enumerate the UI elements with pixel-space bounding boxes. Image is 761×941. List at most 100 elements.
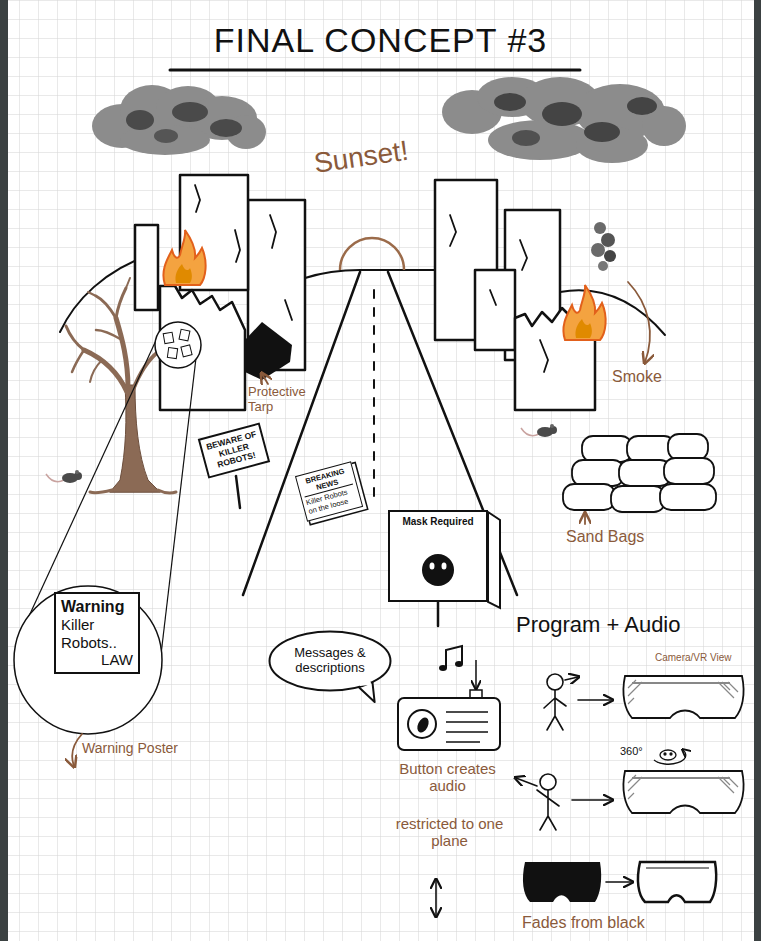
road	[373, 290, 375, 505]
fade-goggles	[646, 868, 709, 869]
protective-tarp	[245, 322, 292, 380]
node-text: LAW	[61, 651, 133, 668]
music-notes	[439, 646, 476, 688]
vr-view	[623, 676, 743, 813]
storm-cloud	[210, 119, 242, 137]
sand-bags	[660, 484, 716, 510]
vr-view	[623, 771, 743, 813]
rat	[75, 470, 79, 474]
sand-bags	[664, 458, 714, 484]
flow-arrow	[572, 799, 612, 801]
mask-sign-body	[430, 563, 435, 570]
ruined-building	[515, 308, 595, 410]
node-heading: Mask Required	[394, 516, 482, 528]
dead-tree	[66, 326, 84, 350]
building-crack	[540, 340, 548, 372]
rat	[550, 424, 554, 428]
mask-sign-body	[488, 512, 500, 608]
vr-view	[628, 680, 738, 704]
ruined-building	[475, 270, 515, 350]
callout-label-anchor: Fades from black	[522, 914, 645, 932]
warning-sign: BEWARE OF KILLER ROBOTS!	[198, 422, 271, 478]
callout-label: Protective Tarp	[248, 385, 320, 415]
sign-post	[437, 602, 440, 626]
sign-post	[236, 476, 240, 508]
rotation-icon	[654, 750, 686, 764]
storm-cloud	[512, 130, 540, 146]
dead-tree	[116, 318, 128, 388]
bubble-tail	[360, 683, 371, 684]
stick-figure	[547, 674, 563, 690]
stick-figure	[540, 774, 556, 790]
dead-tree	[126, 278, 130, 288]
building-crack	[285, 300, 292, 320]
sand-bags	[668, 434, 708, 460]
section-heading-anchor: Program + Audio	[516, 612, 680, 637]
hills	[305, 270, 435, 278]
leader-arrow	[628, 282, 650, 362]
mask-sign-body	[388, 510, 488, 602]
rotation-icon	[660, 750, 676, 760]
stick-figure	[516, 778, 537, 786]
radio	[470, 690, 482, 698]
pinned-notes	[167, 347, 177, 358]
vr-view	[632, 683, 730, 684]
title-block: FINAL CONCEPT #3	[0, 20, 761, 61]
building-crack	[195, 185, 200, 212]
title: FINAL CONCEPT #3	[0, 20, 761, 61]
ruined-building	[135, 175, 595, 410]
smoke	[604, 250, 616, 262]
fade-goggles	[523, 862, 716, 902]
protective-tarp	[245, 322, 292, 380]
pinned-notes	[181, 345, 192, 357]
dead-tree	[88, 292, 96, 296]
flow-arrow	[578, 699, 612, 701]
flow-arrow	[606, 881, 632, 883]
sand-bags	[611, 486, 665, 512]
dead-tree	[158, 490, 176, 493]
callout-label-anchor: Button creates audio	[385, 760, 510, 795]
fire	[175, 264, 191, 283]
leader-arrow	[584, 514, 586, 524]
vr-view	[632, 778, 730, 779]
radio	[398, 698, 500, 750]
building-crack	[270, 215, 276, 248]
rotation-icon	[654, 750, 686, 764]
pinned-notes	[155, 322, 201, 368]
rotation-icon	[664, 753, 666, 755]
sand-bags	[563, 484, 615, 510]
pinned-notes	[155, 322, 201, 368]
building-crack	[235, 230, 240, 262]
mask-sign: Mask Required	[388, 510, 488, 602]
fire	[163, 230, 205, 285]
pinned-notes	[163, 332, 174, 343]
music-notes	[439, 665, 447, 671]
rat	[46, 470, 82, 483]
stick-figure	[516, 674, 578, 830]
building-crack	[490, 290, 496, 305]
storm-cloud	[126, 110, 154, 130]
node-heading: BEWARE OF KILLER ROBOTS!	[205, 430, 263, 472]
storm-cloud	[172, 102, 208, 122]
callout-label-anchor: Warning Poster	[82, 740, 178, 756]
ruined-building	[160, 286, 245, 410]
callout-label-anchor: Sand Bags	[566, 528, 644, 546]
flow-arrow	[436, 700, 632, 916]
bubble-outline	[270, 632, 391, 691]
rotation-label-anchor: 360°	[620, 745, 643, 758]
speech-bubble: Messages & descriptions	[268, 630, 392, 692]
callout-label-anchor: Smoke	[612, 368, 662, 386]
title-underline	[170, 69, 580, 72]
dead-tree	[90, 360, 102, 382]
storm-cloud	[627, 97, 657, 115]
ruined-building	[135, 225, 158, 310]
sand-bags	[582, 436, 632, 462]
rat	[521, 428, 539, 436]
stick-figure	[537, 790, 559, 830]
music-notes	[446, 646, 462, 668]
smoke	[601, 233, 615, 247]
rotation-icon	[670, 753, 672, 755]
mask-sign-body	[442, 563, 447, 570]
